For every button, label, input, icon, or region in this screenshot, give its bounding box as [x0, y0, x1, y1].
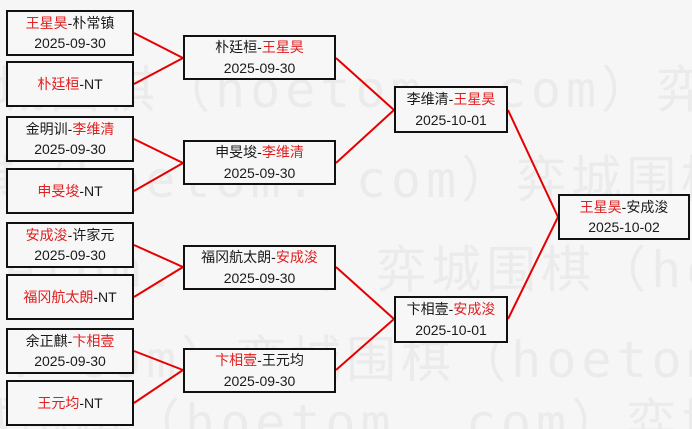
- winner-name: 王元均: [37, 394, 80, 411]
- player-name: -NT: [79, 394, 103, 411]
- winner-name: 申旻埈: [37, 182, 80, 199]
- match-date: 2025-09-30: [223, 269, 296, 286]
- match-box-r2-3: 福冈航太朗-安成浚 2025-09-30: [183, 245, 336, 290]
- player-name: -王元均: [257, 352, 304, 369]
- player-name: 福冈航太朗-: [201, 249, 276, 266]
- watermark-copy: 弈城围棋（hoetom. com）: [626, 394, 692, 429]
- match-box-final: 王星昊-安成浚 2025-10-02: [558, 194, 690, 240]
- player-name: 金明训-: [25, 120, 73, 137]
- match-box-sf-2: 卞相壹-安成浚 2025-10-01: [394, 296, 508, 343]
- player-name: -朴常镇: [67, 14, 115, 31]
- player-name: 申旻埈-: [215, 144, 262, 161]
- match-players: 金明训-李维清: [26, 119, 115, 139]
- match-date: 2025-09-30: [34, 35, 106, 51]
- match-box-r1-3: 金明训-李维清 2025-09-30: [6, 116, 134, 162]
- match-date: 2025-09-30: [34, 353, 106, 369]
- match-box-r1-4: 申旻埈-NT: [6, 168, 134, 214]
- winner-name: 安成浚: [453, 301, 496, 318]
- winner-name: 安成浚: [25, 226, 68, 243]
- match-box-r1-5: 安成浚-许家元 2025-09-30: [6, 222, 134, 268]
- match-date: 2025-09-30: [34, 141, 106, 157]
- match-players: 李维清-王星昊: [407, 89, 496, 109]
- match-box-r1-7: 余正麒-卞相壹 2025-09-30: [6, 328, 134, 374]
- match-players: 安成浚-许家元: [26, 225, 115, 245]
- winner-name: 卞相壹: [72, 332, 115, 349]
- watermark-copy: 弈城围棋（hoetom. com）: [656, 61, 692, 119]
- winner-name: 李维清: [72, 120, 115, 137]
- match-players: 申旻埈-李维清: [215, 142, 304, 162]
- match-players: 王星昊-朴常镇: [26, 13, 115, 33]
- match-date: 2025-09-30: [34, 247, 106, 263]
- match-players: 王元均-NT: [37, 393, 102, 413]
- match-box-r2-4: 卞相壹-王元均 2025-09-30: [183, 348, 336, 393]
- winner-name: 王星昊: [579, 198, 622, 215]
- watermark-copy: 弈城围棋（hoetom. com）: [376, 241, 692, 299]
- match-date: 2025-10-01: [415, 321, 487, 338]
- match-box-sf-1: 李维清-王星昊 2025-10-01: [394, 86, 508, 133]
- player-name: -许家元: [67, 226, 115, 243]
- match-box-r2-1: 朴廷桓-王星昊 2025-09-30: [183, 35, 336, 80]
- match-date: 2025-09-30: [223, 164, 296, 181]
- match-date: 2025-10-02: [588, 219, 660, 235]
- match-players: 余正麒-卞相壹: [26, 331, 115, 351]
- match-players: 申旻埈-NT: [37, 181, 102, 201]
- winner-name: 安成浚: [275, 249, 318, 266]
- match-date: 2025-09-30: [223, 59, 296, 76]
- player-name: -NT: [93, 288, 117, 305]
- match-box-r1-2: 朴廷桓-NT: [6, 61, 134, 107]
- match-players: 卞相壹-安成浚: [407, 299, 496, 319]
- winner-name: 王星昊: [261, 39, 304, 56]
- winner-name: 王星昊: [453, 91, 496, 108]
- player-name: 朴廷桓-: [215, 39, 262, 56]
- match-players: 福冈航太朗-安成浚: [201, 247, 318, 267]
- player-name: 李维清-: [406, 91, 454, 108]
- match-date: 2025-10-01: [415, 111, 487, 128]
- player-name: 余正麒-: [25, 332, 73, 349]
- match-box-r2-2: 申旻埈-李维清 2025-09-30: [183, 140, 336, 185]
- match-players: 卞相壹-王元均: [215, 350, 304, 370]
- player-name: -NT: [79, 75, 103, 92]
- match-players: 福冈航太朗-NT: [23, 287, 116, 307]
- winner-name: 王星昊: [25, 14, 68, 31]
- match-players: 朴廷桓-王星昊: [215, 37, 304, 57]
- match-date: 2025-09-30: [223, 372, 296, 389]
- winner-name: 李维清: [261, 144, 304, 161]
- player-name: -NT: [79, 182, 103, 199]
- player-name: -安成浚: [621, 198, 669, 215]
- match-players: 朴廷桓-NT: [37, 74, 102, 94]
- match-box-r1-6: 福冈航太朗-NT: [6, 274, 134, 320]
- winner-name: 卞相壹: [215, 352, 258, 369]
- winner-name: 福冈航太朗: [23, 288, 94, 305]
- match-box-r1-1: 王星昊-朴常镇 2025-09-30: [6, 10, 134, 56]
- player-name: 卞相壹-: [406, 301, 454, 318]
- match-players: 王星昊-安成浚: [580, 197, 669, 217]
- winner-name: 朴廷桓: [37, 75, 80, 92]
- match-box-r1-8: 王元均-NT: [6, 380, 134, 426]
